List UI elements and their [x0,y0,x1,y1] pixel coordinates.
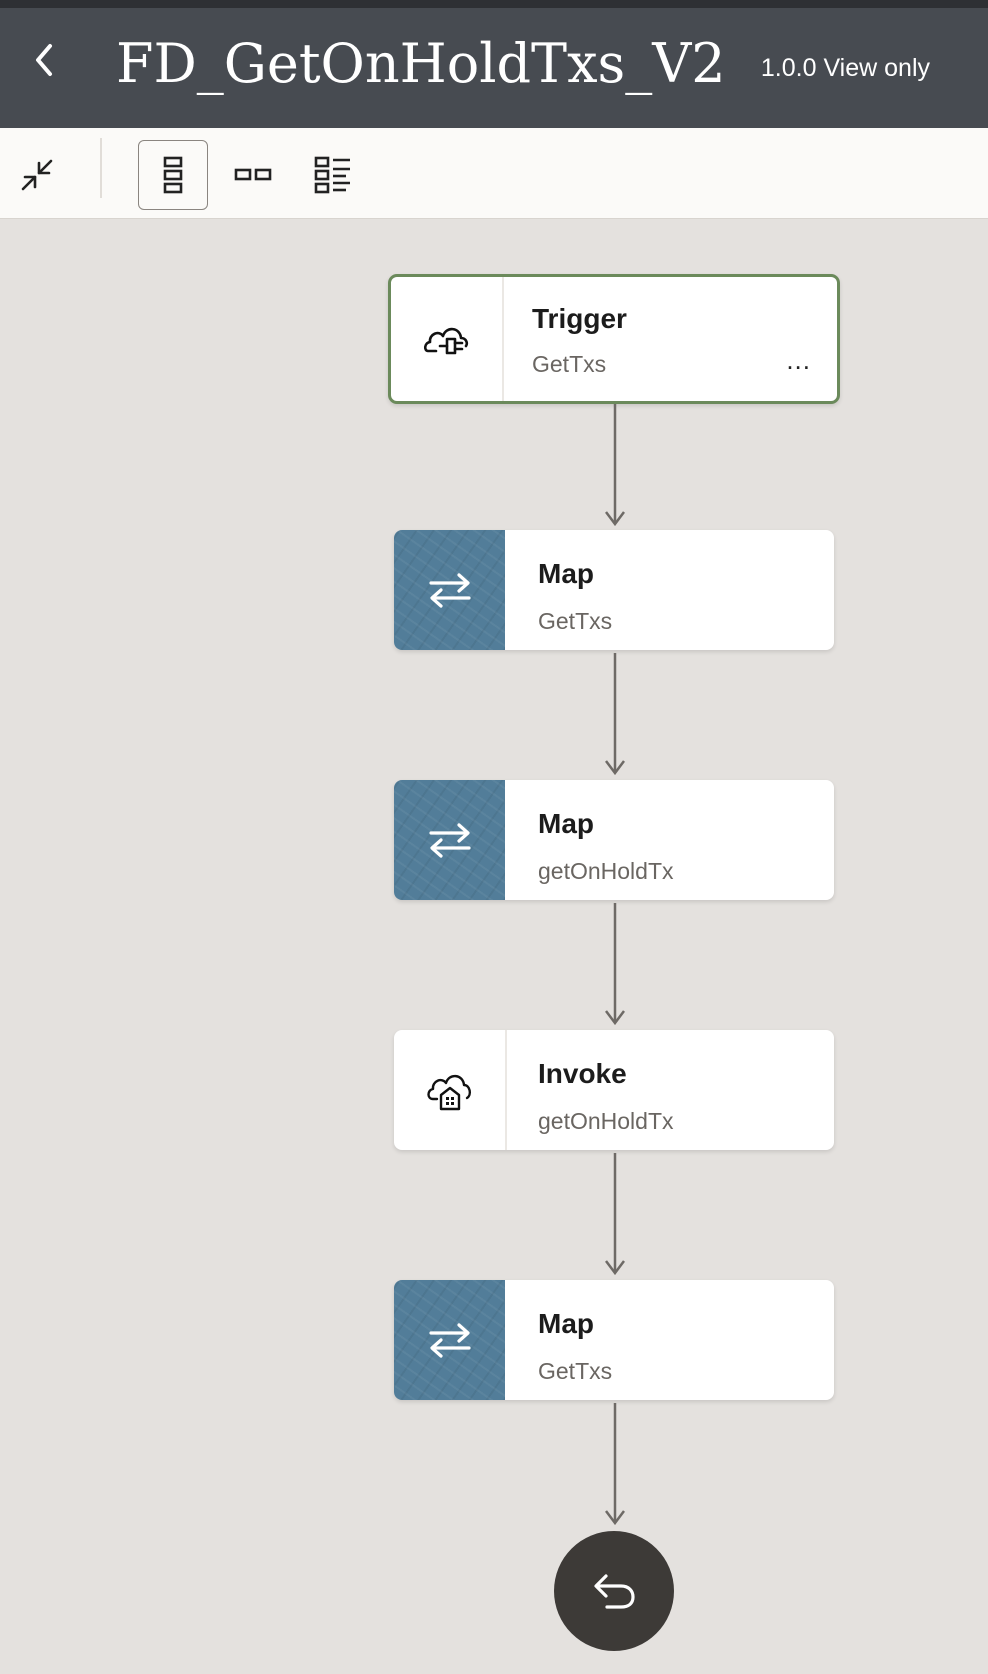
collapse-button[interactable] [2,140,72,210]
flow-connector-arrow [605,653,625,776]
window-top-strip [0,0,988,8]
map-node[interactable]: Map getOnHoldTx [394,780,834,900]
node-name-label: getOnHoldTx [538,858,674,884]
node-type-label: Map [538,558,594,589]
invoke-node[interactable]: Invoke getOnHoldTx [394,1030,834,1150]
node-name-label: getOnHoldTx [538,1108,674,1134]
map-icon-box [394,530,505,650]
return-arrow-icon [594,1574,635,1609]
app-header: FD_GetOnHoldTxs_V2 1.0.0 View only [0,8,988,128]
node-type-label: Invoke [538,1058,627,1089]
trigger-node[interactable]: Trigger GetTxs ... [388,274,840,404]
return-end-node[interactable] [554,1531,674,1651]
back-button[interactable] [22,38,66,82]
flow-connector-arrow [605,1403,625,1526]
cloud-plug-icon [423,327,468,355]
map-icon-box [394,1280,505,1400]
horizontal-layout-button[interactable] [218,140,288,210]
page-title: FD_GetOnHoldTxs_V2 [116,32,726,95]
pseudo-view-button[interactable] [298,140,368,210]
swap-arrows-icon [428,1323,471,1358]
node-name-label: GetTxs [538,608,613,634]
cloud-building-icon [426,1074,471,1111]
node-type-label: Trigger [532,303,627,334]
node-type-label: Map [538,808,594,839]
vertical-layout-button[interactable] [138,140,208,210]
flow-connector-arrow [605,404,625,527]
pseudo-view-icon [314,156,350,194]
node-type-label: Map [538,1308,594,1339]
map-node[interactable]: Map GetTxs [394,530,834,650]
more-options-button[interactable]: ... [786,345,811,375]
horizontal-layout-icon [234,168,272,181]
node-name-label: GetTxs [538,1358,613,1384]
invoke-icon-box [394,1030,507,1150]
toolbar-divider [100,138,102,198]
vertical-layout-icon [163,156,183,194]
map-icon-box [394,780,505,900]
flow-canvas: Trigger GetTxs ... Map GetTxs [0,219,988,1674]
version-status: 1.0.0 View only [760,54,930,82]
node-name-label: GetTxs [532,351,607,377]
swap-arrows-icon [428,823,471,858]
flow-connector-arrow [605,903,625,1026]
trigger-icon-box [391,277,504,401]
chevron-left-icon [36,44,52,76]
swap-arrows-icon [428,573,471,608]
toolbar [0,128,988,219]
map-node[interactable]: Map GetTxs [394,1280,834,1400]
collapse-icon [21,159,53,191]
flow-connector-arrow [605,1153,625,1276]
